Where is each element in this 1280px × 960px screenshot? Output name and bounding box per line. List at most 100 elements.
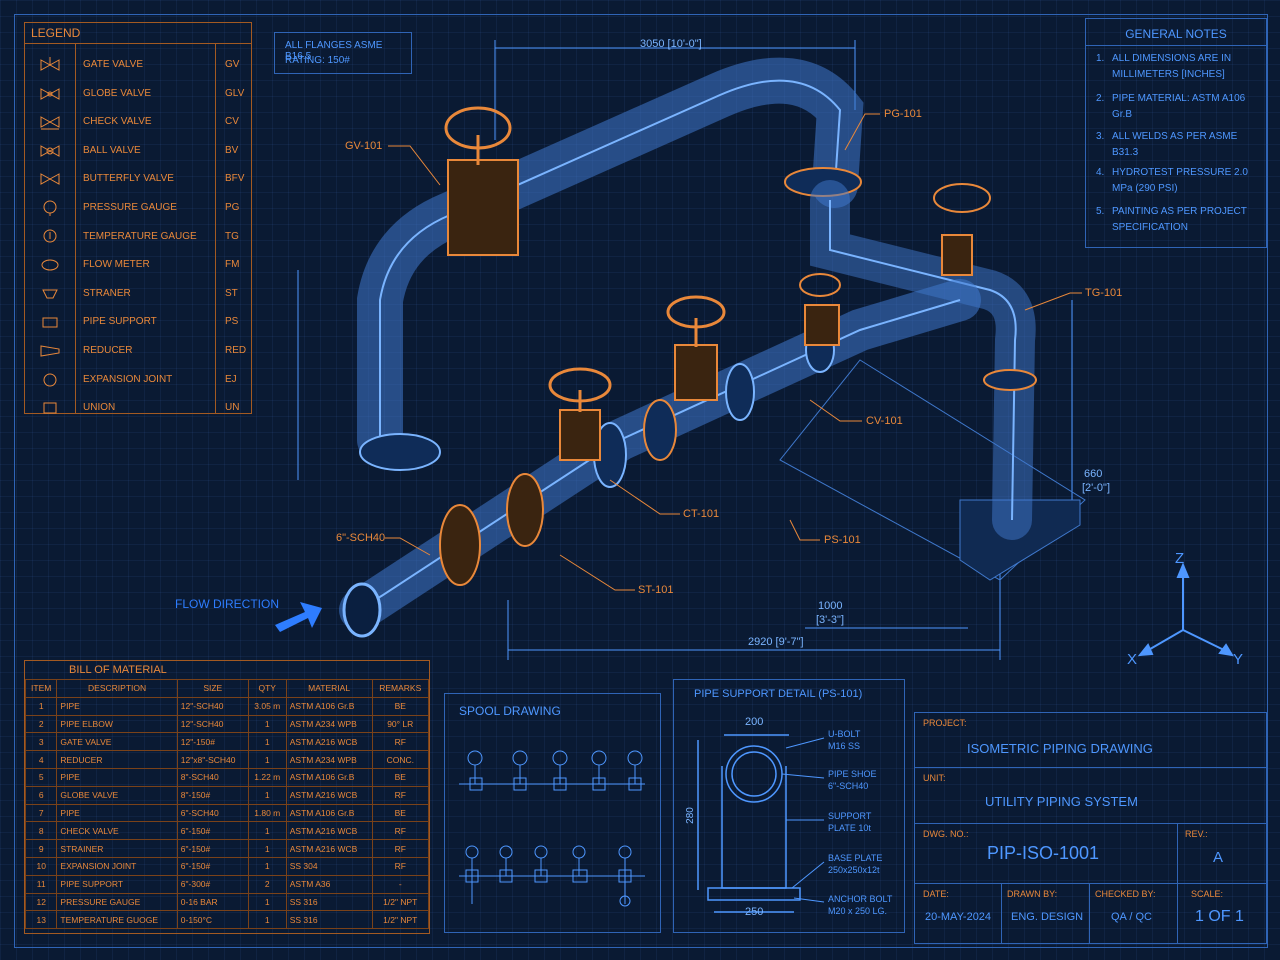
bom-cell: RF (371, 856, 430, 876)
bom-cell: PIPE (56, 803, 178, 823)
legend-item-name: CHECK VALVE (83, 116, 152, 128)
callout-ct-101: CT-101 (683, 508, 720, 520)
support-detail-diagram (697, 734, 825, 913)
checked-label: CHECKED BY: (1095, 889, 1156, 899)
gate-valve-icon (40, 57, 60, 71)
bom-cell: 1 (247, 750, 287, 769)
legend-item-name: UNION (83, 402, 116, 414)
bom-cell: SS 316 (285, 910, 373, 930)
bom-cell: STRAINER (56, 839, 178, 858)
bom-cell: ASTM A234 WPB (285, 714, 373, 734)
lower-pipe-run (339, 279, 981, 638)
bom-cell: 12"-SCH40 (176, 714, 249, 734)
bom-cell: GLOBE VALVE (56, 785, 178, 805)
bom-cell: 12"x8"-SCH40 (176, 750, 249, 769)
spool-drawing-panel: SPOOL DRAWING (444, 693, 661, 933)
bom-cell: 8"-SCH40 (176, 767, 249, 787)
legend-item-name: REDUCER (83, 345, 133, 356)
expansion-joint-icon (43, 373, 57, 387)
legend-item-code: CV (225, 116, 239, 128)
drawn-label: DRAWN BY: (1007, 889, 1058, 899)
bom-cell: 1.22 m (247, 767, 287, 787)
legend-item-name: EXPANSION JOINT (83, 373, 173, 385)
bom-cell: 1 (24, 696, 58, 716)
bom-cell: ASTM A106 Gr.B (285, 696, 373, 716)
axis-triad (1137, 562, 1234, 657)
legend-item-name: STRANER (83, 287, 131, 299)
bom-header-cell: MATERIAL (285, 679, 373, 698)
callout-tg-101: TG-101 (1085, 287, 1123, 299)
bom-cell: ASTM A216 WCB (285, 821, 373, 841)
bom-cell: 1.80 m (247, 803, 287, 823)
bom-cell: SS 304 (285, 856, 373, 876)
bom-cell: BE (371, 696, 430, 716)
drawing-border (14, 14, 1268, 948)
bom-cell: ASTM A216 WCB (285, 839, 373, 858)
callout-leaders (385, 113, 1082, 591)
unit-value: UTILITY PIPING SYSTEM (985, 794, 1138, 809)
rev-value: A (1213, 849, 1224, 866)
gate-valve-right (933, 183, 991, 276)
bom-cell: PIPE ELBOW (56, 714, 178, 734)
bom-cell: 6 (24, 785, 58, 805)
union-icon (43, 402, 57, 414)
strainer-icon (42, 289, 58, 299)
dim-top: 3050 [10'-0"] (640, 38, 702, 50)
legend-item-code: GLV (225, 87, 245, 99)
bom-cell: GATE VALVE (56, 732, 178, 752)
bom-cell: 12"-SCH40 (176, 696, 249, 716)
bom-cell: PIPE SUPPORT (56, 874, 178, 894)
legend-item-name: GATE VALVE (83, 59, 144, 70)
bom-cell: PRESSURE GAUGE (56, 892, 178, 912)
bom-cell: 0-150°C (176, 910, 249, 930)
flange-note-line2: RATING: 150# (285, 55, 350, 66)
axis-y-label: Y (1233, 651, 1244, 668)
bom-cell: SS 316 (285, 892, 373, 912)
bom-header-cell: QTY (247, 679, 287, 698)
rev-label: REV.: (1185, 829, 1208, 839)
support-width-bottom: 250 (745, 906, 764, 918)
bom-cell: 6"-150# (176, 856, 249, 876)
pipe-support-icon (42, 317, 58, 328)
legend-item-name: BALL VALVE (83, 144, 141, 156)
bom-cell: BE (371, 803, 430, 823)
bom-cell: 0-16 BAR (176, 892, 249, 912)
general-notes-panel: GENERAL NOTES 1.ALL DIMENSIONS ARE IN MI… (1085, 18, 1267, 248)
legend-item-code: TG (225, 230, 239, 242)
bom-cell: ASTM A234 WPB (285, 750, 373, 769)
bom-cell: 5 (24, 767, 58, 787)
bom-cell: 1 (247, 839, 287, 858)
bom-cell: 6"-150# (176, 839, 249, 858)
flow-meter-icon (41, 259, 59, 271)
bom-cell: 12 (24, 892, 58, 912)
legend-item-code: EJ (225, 373, 237, 385)
scale-value: 1 OF 1 (1195, 908, 1244, 925)
globe-valve-mid (666, 295, 726, 401)
checked-value: QA / QC (1111, 911, 1152, 923)
bom-cell: 6"-150# (176, 821, 249, 841)
legend-title: LEGEND (31, 26, 81, 40)
legend-item-code: FM (225, 259, 240, 271)
spool-title: SPOOL DRAWING (459, 704, 561, 718)
callout-cv-101: CV-101 (866, 415, 903, 427)
dwg-value: PIP-ISO-1001 (987, 843, 1100, 863)
bom-cell: 1 (247, 892, 287, 912)
